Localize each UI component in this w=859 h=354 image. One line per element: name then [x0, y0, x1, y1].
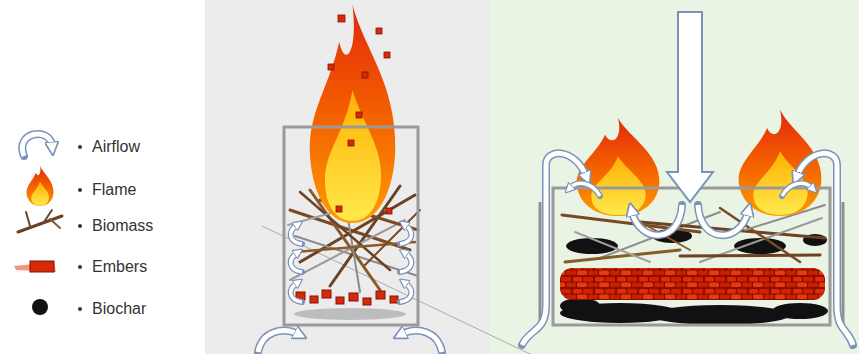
airflow-arrows: [698, 205, 748, 235]
biochar: [772, 303, 828, 319]
airflow-arrows: [782, 183, 812, 196]
green-panel: [490, 0, 859, 354]
outer-wall: [842, 202, 845, 330]
airflow-arrows: [632, 205, 682, 235]
legend-airflow-icon: [22, 134, 52, 156]
biochar: [650, 305, 790, 325]
airflow-arrows: [522, 12, 853, 345]
stove-wall: [284, 127, 418, 325]
legend-biomass-icon: [18, 210, 62, 232]
embers: [296, 290, 398, 305]
legend-embers-icon: [30, 261, 54, 272]
sparks: [338, 15, 345, 22]
embers: [322, 290, 331, 298]
legend-bullet: [78, 307, 82, 311]
legend-label: Flame: [92, 180, 136, 199]
ember-layer: [560, 268, 825, 300]
legend-label: Biomass: [92, 216, 153, 235]
sparks: [336, 206, 342, 212]
sparks: [384, 52, 390, 58]
sparks: [328, 64, 334, 70]
sparks: [356, 112, 362, 118]
legend-bullet: [78, 265, 82, 269]
sparks: [376, 28, 382, 34]
legend-biomass-icon: [26, 212, 30, 226]
airflow-arrows: [570, 183, 600, 196]
airflow-arrows: [291, 225, 302, 244]
legend-bullet: [78, 224, 82, 228]
airflow-arrows: [258, 225, 442, 352]
legend-label: Embers: [92, 257, 147, 276]
legend-embers-icon: [14, 262, 56, 272]
embers: [376, 291, 385, 299]
biomass-sticks: [295, 242, 415, 252]
biomass-sticks: [575, 232, 650, 262]
legend-biomass-icon: [18, 216, 62, 232]
airflow-arrows: [291, 253, 302, 272]
airflow-arrows: [291, 283, 302, 302]
sparks: [348, 140, 354, 146]
sparks: [386, 208, 392, 214]
airflow-arrows: [402, 331, 442, 352]
legend-label: Airflow: [92, 137, 140, 156]
airflow-arrows: [258, 331, 298, 352]
airflow-arrows: [402, 331, 442, 352]
embers: [390, 296, 398, 303]
grey-panel: [205, 0, 490, 354]
airflow-arrows: [400, 283, 411, 302]
airflow-arrows: [291, 253, 302, 272]
airflow-arrows: [291, 283, 302, 302]
legend-bullet: [78, 145, 82, 149]
legend-flame-icon: [27, 166, 54, 206]
legend-embers-icon: [14, 261, 56, 272]
airflow-arrows: [400, 225, 411, 244]
outer-wall: [540, 202, 843, 330]
outer-wall: [539, 202, 542, 330]
legend-bullet: [78, 145, 82, 311]
embers: [363, 298, 371, 305]
airflow-arrows: [782, 183, 812, 196]
sparks: [328, 15, 392, 214]
biochar: [560, 298, 600, 314]
airflow-arrows: [400, 283, 411, 302]
legend-biomass-icon: [50, 219, 60, 228]
legend-airflow-icon: [22, 134, 52, 156]
airflow-arrows: [258, 331, 298, 352]
biochar: [560, 298, 828, 325]
airflow-arrows: [667, 12, 713, 202]
biomass-sticks: [680, 255, 820, 256]
legend-bullet: [78, 188, 82, 192]
airflow-arrows: [698, 205, 748, 235]
legend-label: Biochar: [92, 299, 146, 318]
airflow-arrows: [400, 253, 411, 272]
airflow-arrows: [632, 205, 682, 235]
embers: [349, 293, 358, 301]
ash-bed: [294, 308, 406, 320]
legend: AirflowFlameBiomassEmbersBiochar: [0, 0, 200, 354]
airflow-arrows: [291, 225, 302, 244]
sparks: [362, 72, 368, 78]
kiln-wall: [553, 188, 830, 325]
embers: [310, 296, 318, 303]
flame: [577, 118, 660, 216]
airflow-arrows: [400, 253, 411, 272]
airflow-arrows: [570, 183, 600, 196]
flame: [310, 5, 396, 223]
legend-airflow-icon: [22, 134, 52, 156]
embers: [336, 297, 344, 304]
legend-biochar-icon: [32, 299, 48, 315]
airflow-arrows: [400, 225, 411, 244]
